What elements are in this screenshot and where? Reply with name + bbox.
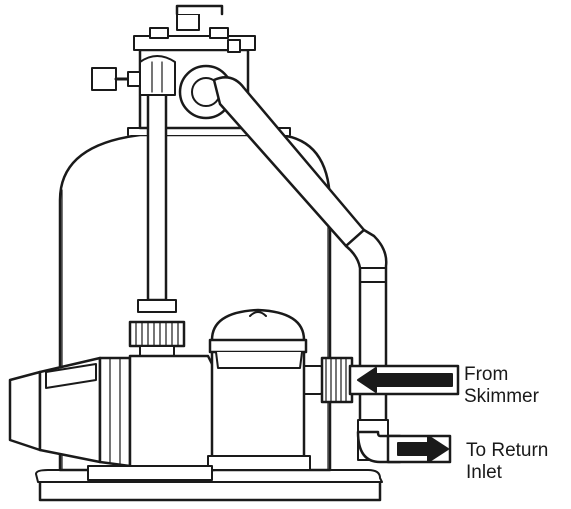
strainer-pot [208, 310, 310, 470]
pump-motor [10, 356, 248, 470]
motor-foot [88, 466, 212, 480]
inlet-arrow [358, 368, 452, 392]
from-skimmer-label: From Skimmer [464, 364, 539, 407]
outlet-arrow [398, 436, 448, 462]
to-return-inlet-label: To Return Inlet [466, 440, 549, 483]
